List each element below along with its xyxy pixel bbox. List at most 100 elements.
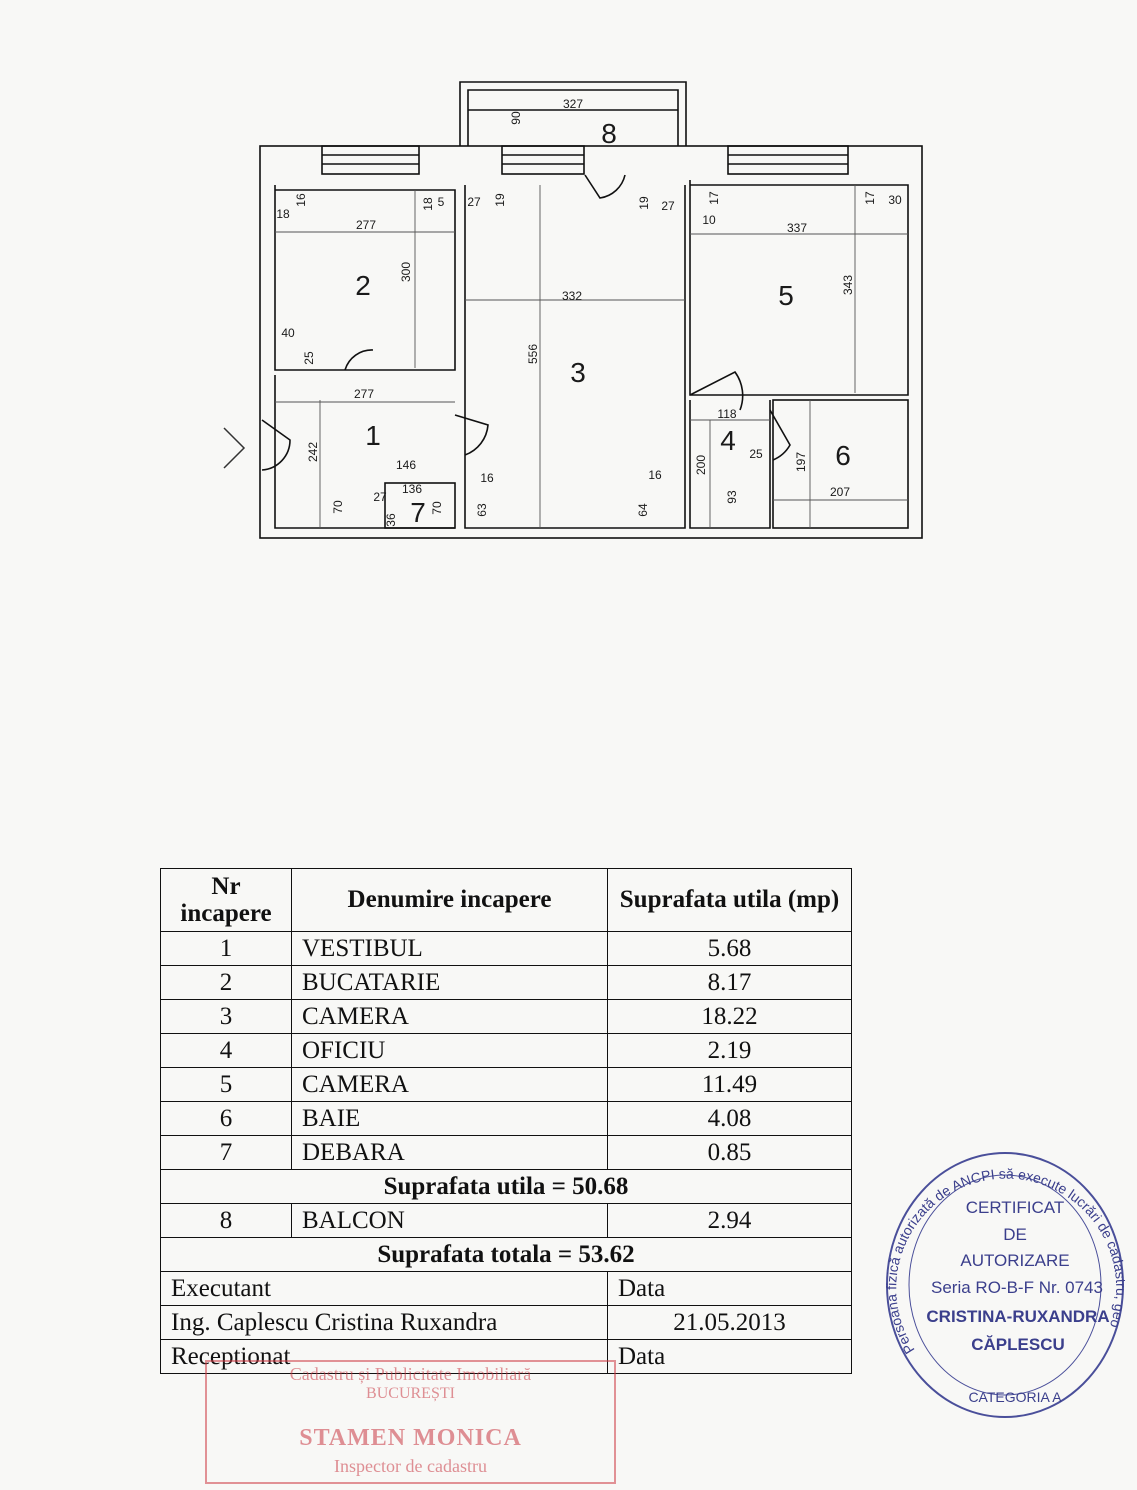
dimension-label: 200	[694, 455, 708, 475]
dimension-label: 277	[354, 387, 374, 401]
date-value: 21.05.2013	[607, 1305, 852, 1340]
seal-name-2: CĂPLESCU	[971, 1335, 1065, 1354]
dimension-label: 332	[562, 289, 582, 303]
dimension-label: 242	[306, 442, 320, 462]
room-area: 18.22	[607, 999, 852, 1034]
seal-title-2: DE	[1003, 1225, 1027, 1244]
room-name: OFICIU	[291, 1033, 608, 1068]
dimension-label: 118	[717, 407, 736, 421]
dimension-label: 16	[480, 471, 494, 485]
dimension-label: 17	[707, 191, 721, 205]
room-area: 11.49	[607, 1067, 852, 1102]
dimension-label: 136	[402, 482, 422, 496]
dimension-label: 300	[399, 262, 413, 282]
room-nr: 7	[160, 1135, 292, 1170]
executant-label: Executant	[160, 1271, 608, 1306]
seal-inner-ring	[908, 1174, 1102, 1396]
dimension-label: 27	[661, 199, 675, 213]
room-area: 2.94	[607, 1203, 852, 1238]
room-number: 7	[410, 497, 426, 528]
room-number: 3	[570, 357, 586, 388]
dimension-label: 70	[331, 500, 345, 514]
room-nr: 5	[160, 1067, 292, 1102]
header-area: Suprafata utila (mp)	[607, 868, 852, 932]
dimension-label: 36	[384, 513, 398, 527]
room-nr: 6	[160, 1101, 292, 1136]
dimension-label: 16	[648, 468, 662, 482]
room-number: 4	[720, 425, 736, 456]
room-name: BALCON	[291, 1203, 608, 1238]
stamp-inspector-name: STAMEN MONICA	[299, 1425, 522, 1451]
dimension-label: 63	[475, 503, 489, 517]
seal-title-1: CERTIFICAT	[966, 1198, 1065, 1217]
dimension-label: 25	[749, 447, 763, 461]
dimension-label: 10	[702, 213, 716, 227]
dimension-label: 27	[373, 490, 387, 504]
room-name: CAMERA	[291, 1067, 608, 1102]
authorization-seal: Persoana fizică autorizată de ANCPI să e…	[875, 1140, 1129, 1418]
header-nr: Nr incapere	[160, 868, 292, 932]
dimension-label: 90	[509, 111, 523, 125]
dimension-label: 5	[438, 195, 445, 209]
grand-total: Suprafata totala = 53.62	[160, 1237, 852, 1272]
room-area: 0.85	[607, 1135, 852, 1170]
engineer-name: Ing. Caplescu Cristina Ruxandra	[160, 1305, 608, 1340]
date-label: Data	[607, 1271, 852, 1306]
room-number: 2	[355, 270, 371, 301]
plan-walls	[259, 81, 923, 539]
seal-outer-ring	[886, 1152, 1124, 1418]
room-area: 2.19	[607, 1033, 852, 1068]
dimension-label: 146	[396, 458, 416, 472]
seal-series: Seria RO-B-F Nr. 0743	[931, 1278, 1103, 1297]
dimension-label: 19	[637, 196, 651, 210]
seal-title-3: AUTORIZARE	[960, 1251, 1069, 1270]
dimension-label: 277	[356, 218, 376, 232]
room-area: 4.08	[607, 1101, 852, 1136]
room-number: 6	[835, 440, 851, 471]
dimension-label: 93	[725, 490, 739, 504]
dimension-label: 70	[430, 501, 444, 515]
dimension-label: 19	[493, 193, 507, 207]
table-header-row: Nr incapere Denumire incapere Suprafata …	[160, 868, 852, 932]
room-number: 1	[365, 420, 381, 451]
useful-total: Suprafata utila = 50.68	[160, 1169, 852, 1204]
room-area: 5.68	[607, 931, 852, 966]
dimension-label: 18	[276, 207, 290, 221]
dimension-label: 30	[888, 193, 902, 207]
grand-total-row: Suprafata totala = 53.62	[160, 1237, 852, 1272]
room-number: 5	[778, 280, 794, 311]
room-area: 8.17	[607, 965, 852, 1000]
room-nr: 1	[160, 931, 292, 966]
dimension-label: 17	[863, 191, 877, 205]
stamp-inspector-title: Inspector de cadastru	[334, 1456, 487, 1476]
plan-dimension-lines	[275, 185, 908, 528]
seal-name-1: CRISTINA-RUXANDRA	[926, 1307, 1109, 1326]
dimension-label: 343	[841, 275, 855, 295]
room-nr: 4	[160, 1033, 292, 1068]
dimension-label: 327	[563, 97, 583, 111]
room-name: CAMERA	[291, 999, 608, 1034]
dimension-label: 18	[421, 197, 435, 211]
seal-category: CATEGORIA A	[968, 1389, 1062, 1405]
dimension-label: 64	[636, 503, 650, 517]
room-name: BUCATARIE	[291, 965, 608, 1000]
dimension-label: 337	[787, 221, 807, 235]
dimension-label: 197	[794, 452, 808, 472]
dimension-label: 25	[302, 351, 316, 365]
dimension-label: 40	[281, 326, 295, 340]
room-nr: 3	[160, 999, 292, 1034]
stamp-institution: Cadastru și Publicitate Imobiliară	[289, 1364, 532, 1384]
